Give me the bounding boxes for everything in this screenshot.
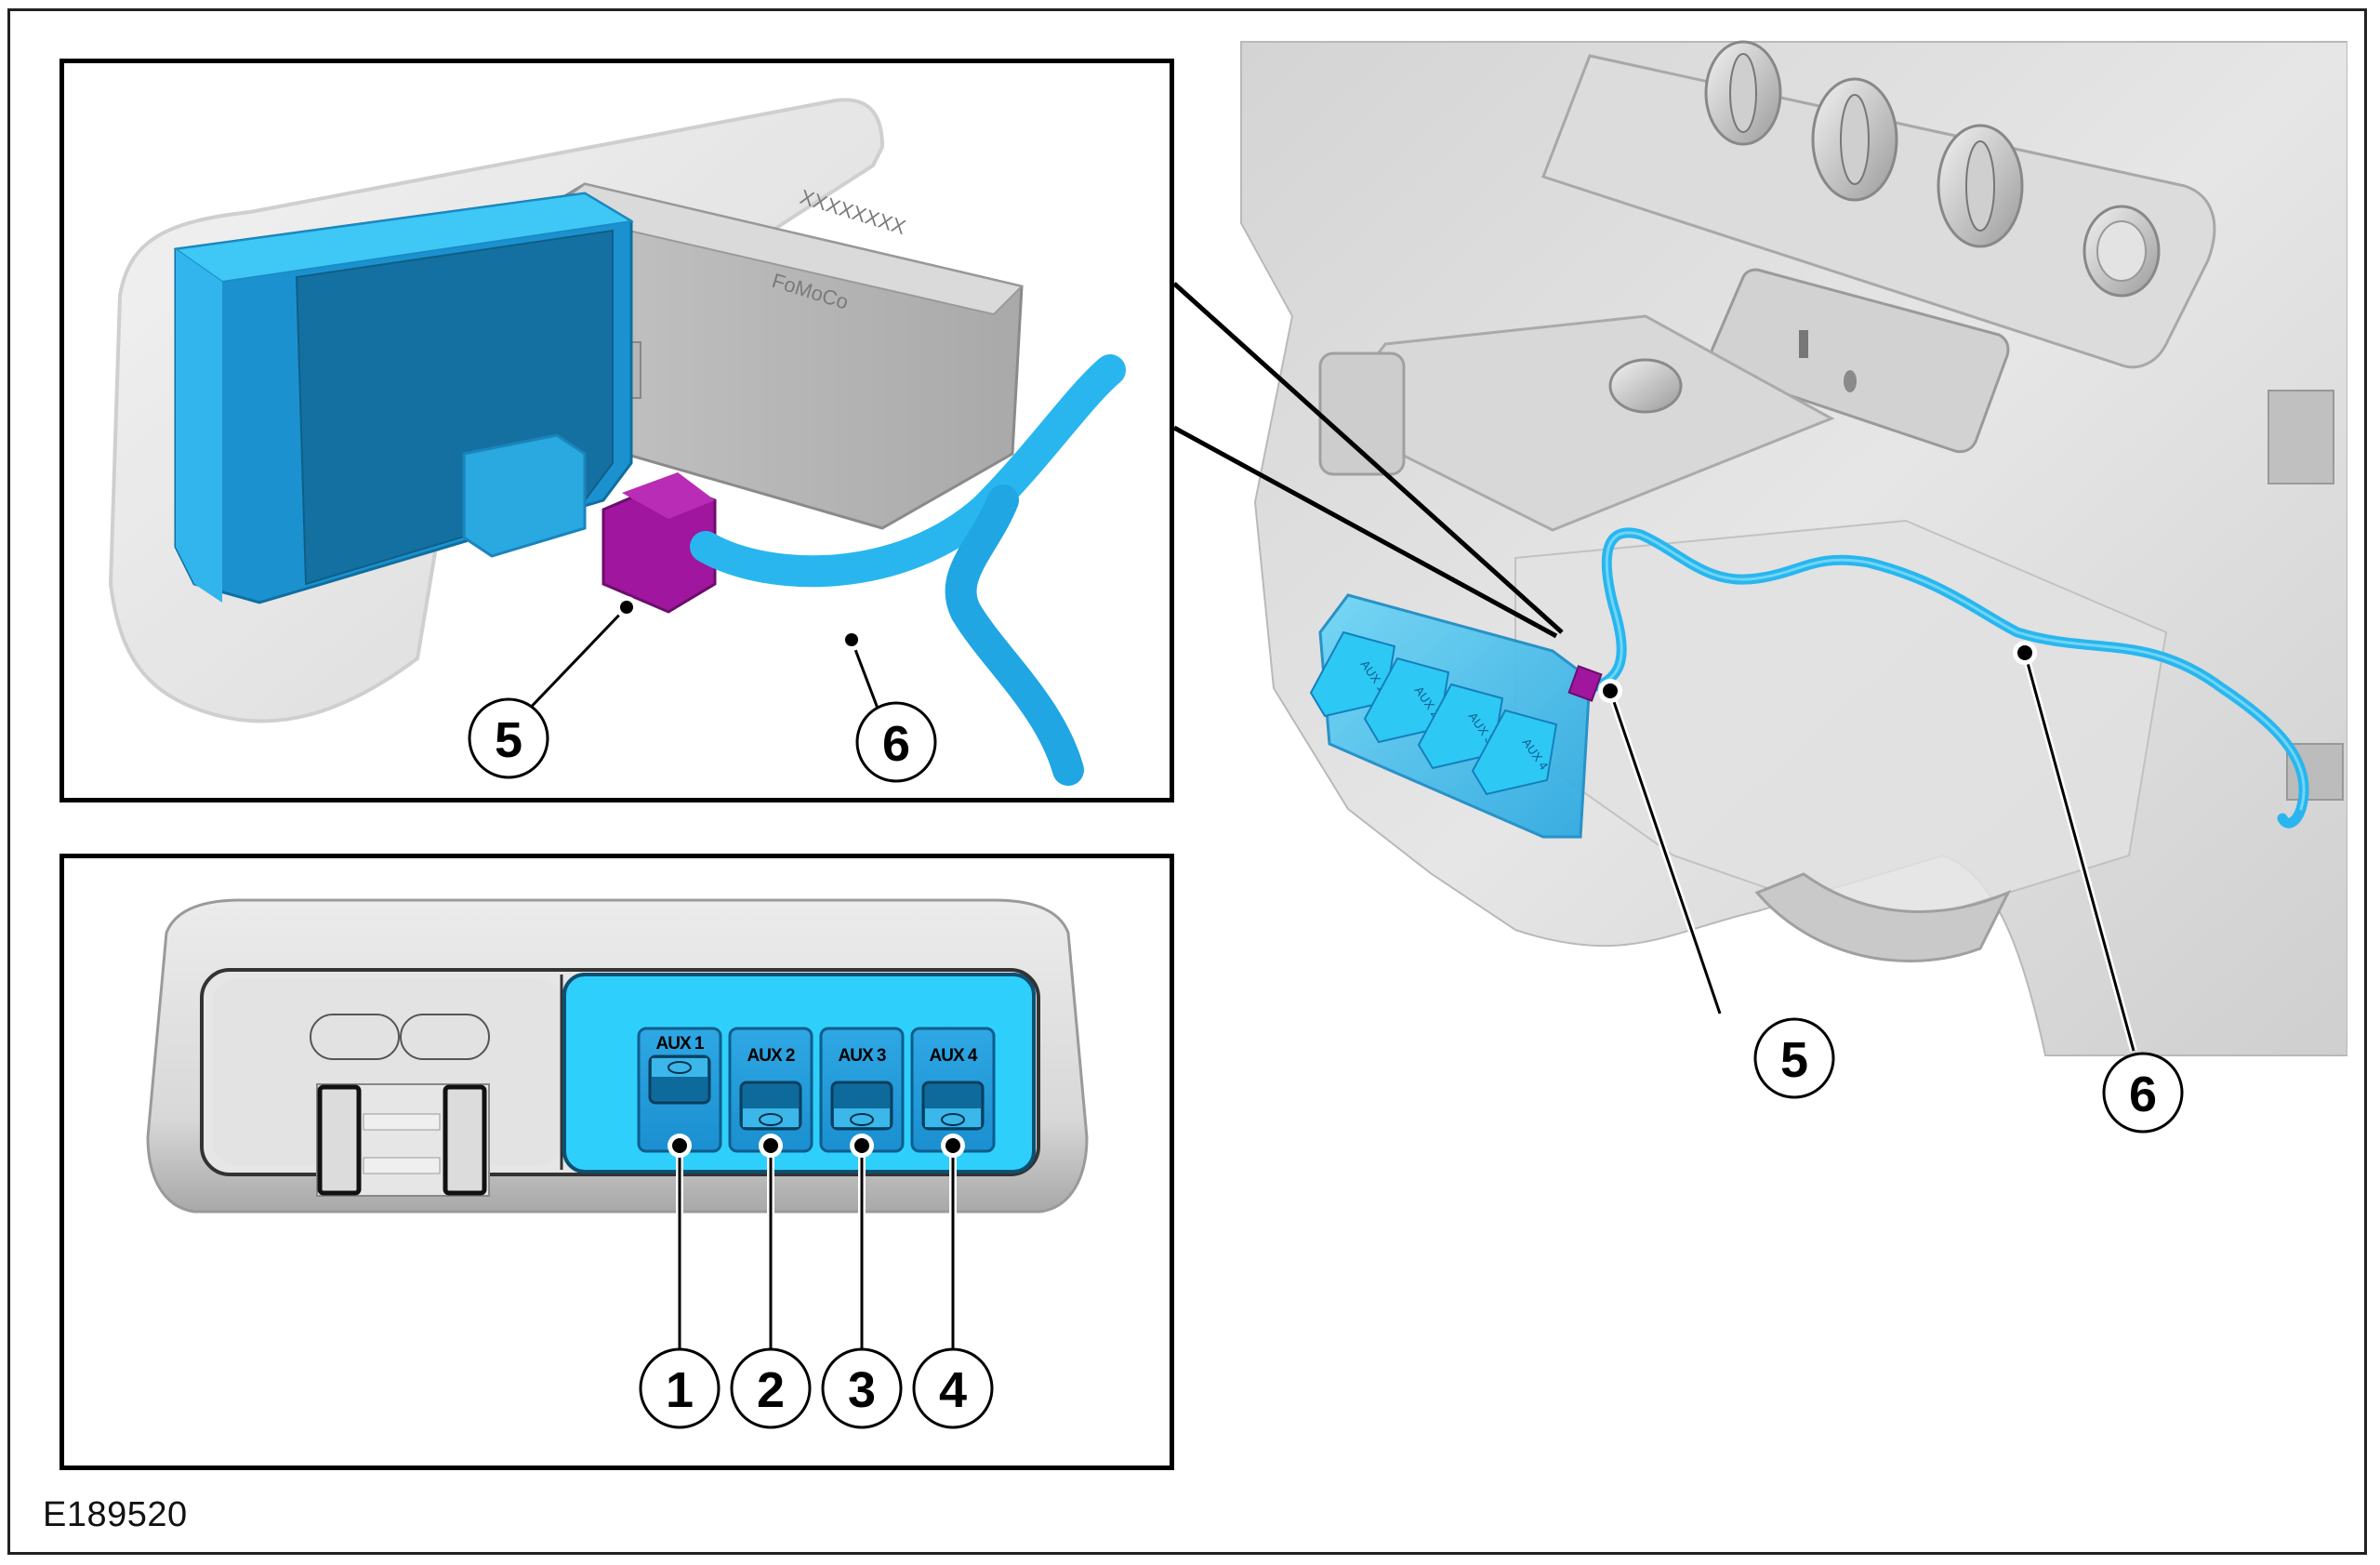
aux-switch-1[interactable]: AUX 1 [637, 1027, 722, 1153]
aux-switch-3[interactable]: AUX 3 [819, 1027, 905, 1153]
callout-6: 6 [855, 701, 937, 783]
callout-number: 2 [757, 1362, 785, 1418]
connector [1567, 665, 1603, 702]
aux-switch-label: AUX 3 [839, 1046, 886, 1066]
lamp-button-right[interactable] [400, 1014, 490, 1060]
center-storage-panel [1709, 268, 2010, 454]
dash-button [2082, 205, 2161, 298]
lower-console-handle [1754, 872, 2012, 962]
aux-switch-label: AUX 2 [747, 1046, 795, 1066]
pack-switch-3: AUX 3 [1417, 683, 1504, 770]
aux-switch-4[interactable]: AUX 4 [910, 1027, 996, 1153]
hvac-knob-2 [1811, 77, 1898, 202]
callout-4: 4 [912, 1347, 994, 1429]
callout-3: 3 [821, 1347, 903, 1429]
rocker-indicator-icon [850, 1113, 874, 1126]
lamp-button-left[interactable] [310, 1014, 400, 1060]
rocker-indicator-icon [759, 1113, 783, 1126]
callout-leader-1 [668, 1134, 692, 1348]
map-lamp-area [213, 979, 562, 1197]
dash-plug [1608, 358, 1683, 414]
callout-number: 4 [939, 1362, 967, 1418]
lamp-switch-right[interactable] [443, 1084, 487, 1196]
hvac-bezel [1541, 54, 2216, 369]
aux-switch-2[interactable]: AUX 2 [728, 1027, 813, 1153]
callout-5: 5 [468, 697, 549, 779]
detail-panel-switches: AUX 1 AUX 2 AUX 3 AUX 4 1 2 3 4 [60, 854, 1174, 1470]
figure-frame [7, 8, 2367, 1555]
callout-1: 1 [639, 1347, 721, 1429]
callout-number: 3 [848, 1362, 876, 1418]
callout-leader-4 [941, 1134, 965, 1348]
callout-leader-2 [759, 1134, 783, 1348]
figure-id-label: E189520 [43, 1495, 188, 1534]
aux-switch-label: AUX 1 [656, 1034, 705, 1054]
storage-hole [1844, 370, 1857, 392]
side-bracket [2268, 390, 2334, 484]
storage-slot [1799, 330, 1808, 358]
rocker-indicator-icon [668, 1061, 692, 1074]
callout-leader-5 [1598, 679, 1724, 1015]
callout-leader-3 [850, 1134, 874, 1348]
detail-panel-connector: FoMoCo XXXXXXXX [60, 59, 1174, 802]
lamp-switch-left[interactable] [317, 1084, 362, 1196]
callout-2: 2 [730, 1347, 812, 1429]
callout-leader-5 [518, 596, 638, 721]
switch-housing [173, 192, 634, 604]
wiring-harness [690, 354, 1126, 588]
cup-recess [1318, 351, 1406, 476]
pack-switch-4: AUX 4 [1471, 709, 1558, 796]
callout-number: 6 [882, 716, 910, 772]
header-socket [462, 433, 587, 558]
aux-switch-label: AUX 4 [930, 1046, 978, 1066]
callout-leader-6 [2013, 641, 2137, 1053]
part-marking-number: XXXXXXXX [798, 185, 909, 239]
callout-number: 5 [495, 712, 522, 768]
connector [602, 472, 717, 614]
hvac-knob-3 [1937, 124, 2024, 248]
hvac-knob-1 [1704, 40, 1782, 146]
rocker-indicator-icon [941, 1113, 965, 1126]
callout-number: 1 [666, 1362, 694, 1418]
wiring-harness-branch [945, 484, 1084, 786]
